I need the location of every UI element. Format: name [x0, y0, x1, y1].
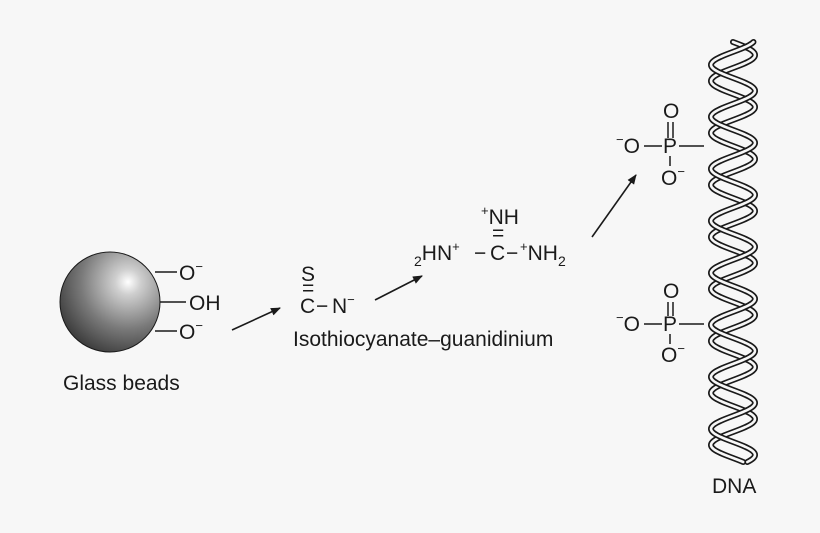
arrow-isothiocyanate-to-guanidinium	[374, 275, 423, 301]
glass-bead-sphere	[59, 251, 161, 353]
phosphate-top-phosphorus: P	[663, 135, 677, 158]
phosphate-bottom-phosphorus: P	[663, 313, 677, 336]
guanidinium-top-nh: +NH	[481, 203, 519, 229]
isothiocyanate-group: S = C − N− Isothiocyanate–guanidinium	[293, 263, 553, 351]
dna-double-helix	[707, 39, 759, 465]
arrow-guanidinium-to-phosphate	[591, 174, 637, 238]
isothiocyanate-nitrogen: N−	[332, 292, 355, 318]
guanidinium-bond-left: −	[474, 242, 486, 265]
arrow-bead-to-isothiocyanate	[231, 307, 281, 331]
phosphate-bottom-bottom-oxygen: O−	[661, 341, 685, 367]
glass-beads-caption: Glass beads	[63, 372, 180, 395]
phosphate-top-double-oxygen: O	[663, 100, 679, 123]
dna-strand-b-core	[709, 40, 757, 464]
phosphate-group-top: O −O P O−	[616, 100, 704, 190]
guanidinium-carbon: C	[490, 242, 505, 265]
glass-bead-group: O− OH O− Glass beads	[59, 251, 221, 395]
phosphate-group-bottom: O −O P O−	[616, 280, 704, 367]
bead-oxide-bottom: O−	[179, 318, 203, 344]
guanidinium-right-amine: +NH2	[520, 239, 566, 269]
guanidinium-group: +NH = 2HN+ − C − +NH2	[414, 203, 566, 269]
dna-label: DNA	[712, 475, 756, 498]
isothiocyanate-carbon: C	[300, 295, 315, 318]
bead-hydroxyl: OH	[189, 292, 221, 315]
phosphate-bottom-double-oxygen: O	[663, 280, 679, 303]
isothiocyanate-sulfur: S	[301, 263, 315, 286]
phosphate-top-bottom-oxygen: O−	[661, 164, 685, 190]
guanidinium-double-bond: =	[492, 222, 504, 245]
dna-strand-a-core	[709, 40, 757, 464]
isothiocyanate-bond: −	[316, 295, 328, 318]
guanidinium-bond-right: −	[506, 242, 518, 265]
isothiocyanate-double-bond: =	[302, 277, 314, 300]
phosphate-bottom-left-oxygen: −O	[616, 310, 640, 336]
isothiocyanate-guanidinium-caption: Isothiocyanate–guanidinium	[293, 328, 553, 351]
guanidinium-left-amine: 2HN+	[414, 239, 460, 269]
phosphate-top-left-oxygen: −O	[616, 132, 640, 158]
bead-oxide-top: O−	[179, 259, 203, 285]
